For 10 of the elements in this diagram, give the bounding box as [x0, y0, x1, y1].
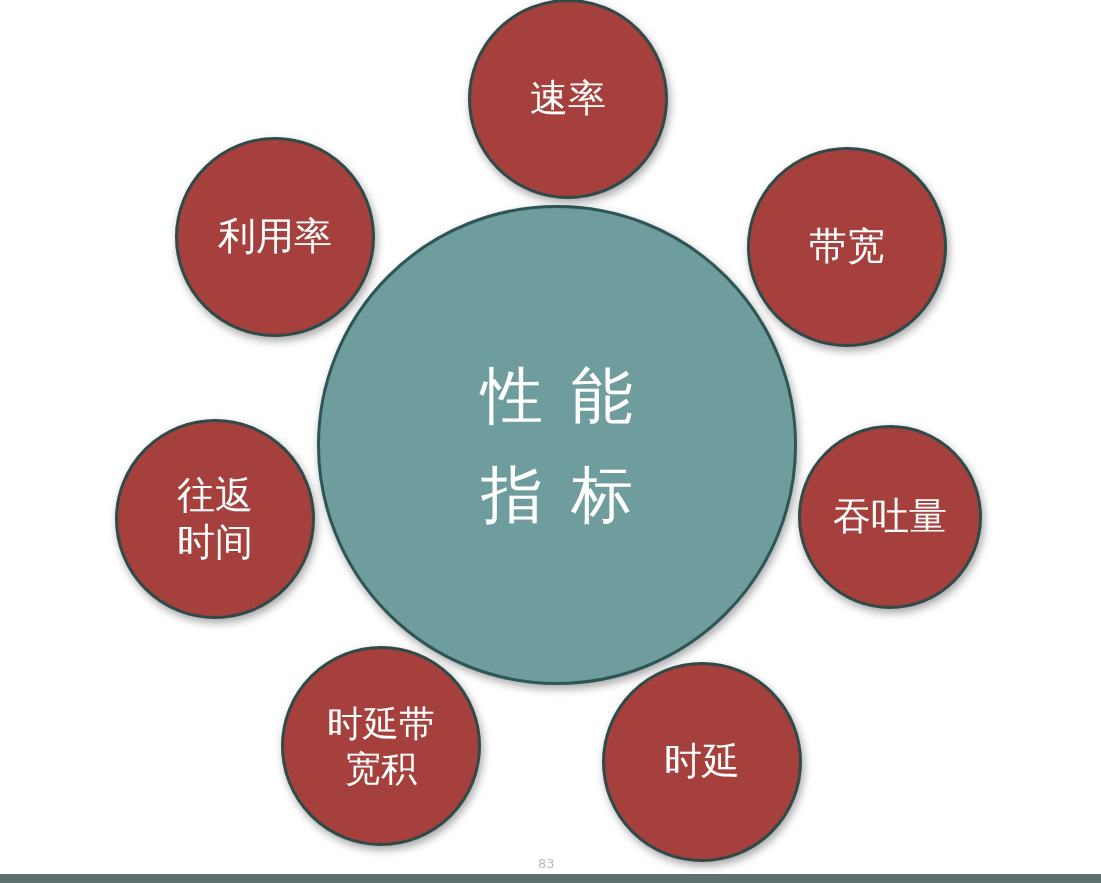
metric-label: 带宽: [808, 223, 886, 271]
page-number: 83: [538, 856, 555, 871]
metric-label: 时延带宽积: [326, 702, 436, 791]
title-text: 性能指标: [478, 357, 661, 533]
metric-circle: [798, 425, 982, 609]
metric-label: 吞吐量: [832, 493, 948, 541]
metric-label: 时延: [663, 738, 741, 786]
metric-label: 利用率: [217, 213, 333, 261]
metric-label: 往返时间: [176, 471, 254, 566]
metric-label: 速率: [529, 75, 607, 123]
